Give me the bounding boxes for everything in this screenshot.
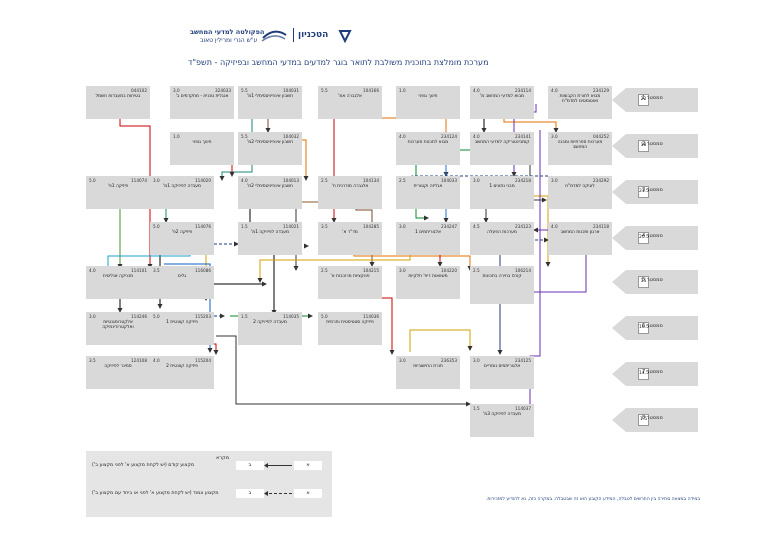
faculty-logo — [260, 28, 288, 42]
arrow — [409, 329, 473, 352]
legend-prereq-text: מקצוע קודם (יש לקחת מקצוע א' לפני מקצוע … — [92, 463, 195, 468]
divider — [293, 28, 294, 42]
page-title: מערכת מומלצת בתוכנית משולבת לתואר בוגר ל… — [188, 58, 489, 67]
arrow — [249, 196, 277, 315]
footnote: במידה במצאה סתירה בין התרשים לטבלה, המיד… — [485, 497, 700, 502]
legend-box-a: א — [294, 461, 322, 470]
legend-arrow-coreq — [264, 491, 292, 496]
legend: מקרא א ב מקצוע קודם (יש לקחת מקצוע א' לפ… — [86, 451, 332, 517]
legend-title: מקרא — [216, 455, 230, 461]
legend-coreq-text: מקצוע צמוד (יש לקחת מקצוע א' לפני או ביח… — [92, 491, 219, 496]
institute-name: הטכניון — [298, 30, 329, 40]
legend-box-b: ב — [236, 461, 264, 470]
legend-box-b: ב — [236, 489, 264, 498]
legend-arrow-prereq — [264, 463, 292, 468]
faculty-name: הפקולטה למדעי המחשב — [190, 28, 265, 36]
legend-box-a: א — [294, 489, 322, 498]
technion-logo — [338, 28, 352, 44]
faculty-subtitle: ע"ש הנרי ומרילין טאוב — [200, 37, 258, 44]
arrow — [216, 335, 471, 407]
